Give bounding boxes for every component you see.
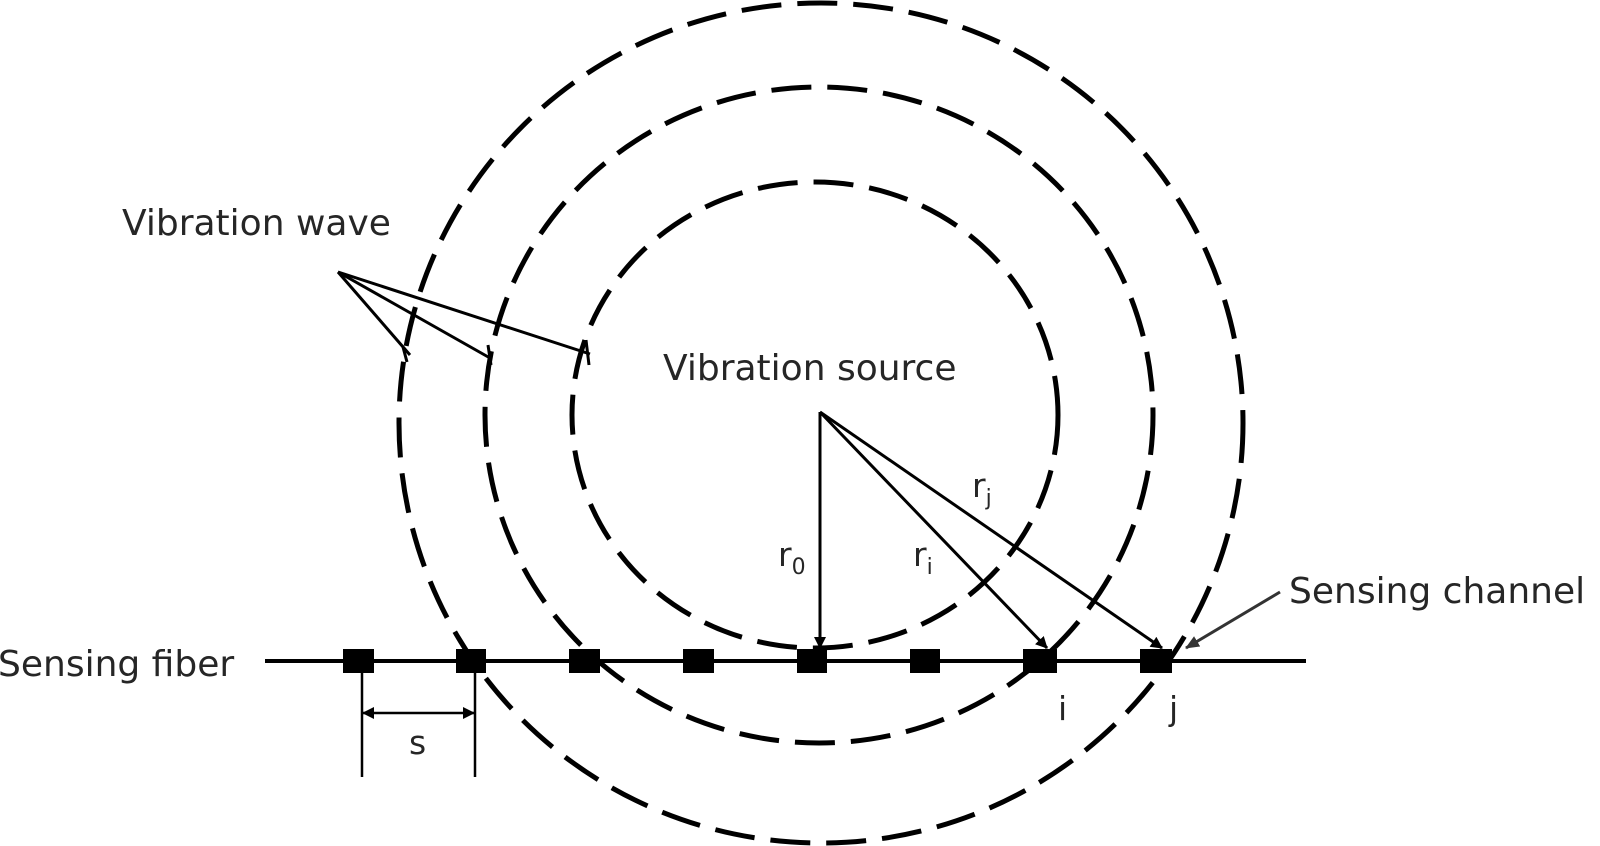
r0-label: r0 [778, 535, 806, 580]
channel-marker [683, 649, 714, 673]
arrow-rj [819, 410, 1163, 650]
wavefront-middle [482, 84, 1156, 746]
wavefront-inner [569, 179, 1061, 651]
channel-marker-j [1140, 649, 1172, 673]
channel-i-label: i [1058, 689, 1067, 728]
spacing-label: s [409, 723, 426, 762]
rj-label: rj [972, 466, 992, 511]
channel-marker [910, 649, 940, 673]
distance-arrows [814, 410, 1163, 650]
channel-marker [456, 649, 486, 673]
sensing-fiber-label: Sensing fiber [0, 644, 234, 685]
wavefront-outer [396, 0, 1246, 846]
vibration-wave-label: Vibration wave [122, 203, 391, 244]
vibration-source-label: Vibration source [663, 348, 957, 389]
spacing-dimension [360, 673, 477, 777]
sensing-channel-pointer [1185, 590, 1281, 650]
channel-marker-i [1023, 649, 1057, 673]
channel-marker-source-projection [797, 649, 827, 673]
channel-marker [569, 649, 600, 673]
ri-label: ri [913, 535, 933, 580]
sensing-channel-label: Sensing channel [1289, 571, 1585, 612]
wave-leader-lines [336, 270, 591, 366]
arrow-ri [818, 410, 1049, 650]
channel-marker [343, 649, 374, 673]
sensing-channels [343, 649, 1172, 673]
channel-j-label: j [1168, 689, 1178, 728]
